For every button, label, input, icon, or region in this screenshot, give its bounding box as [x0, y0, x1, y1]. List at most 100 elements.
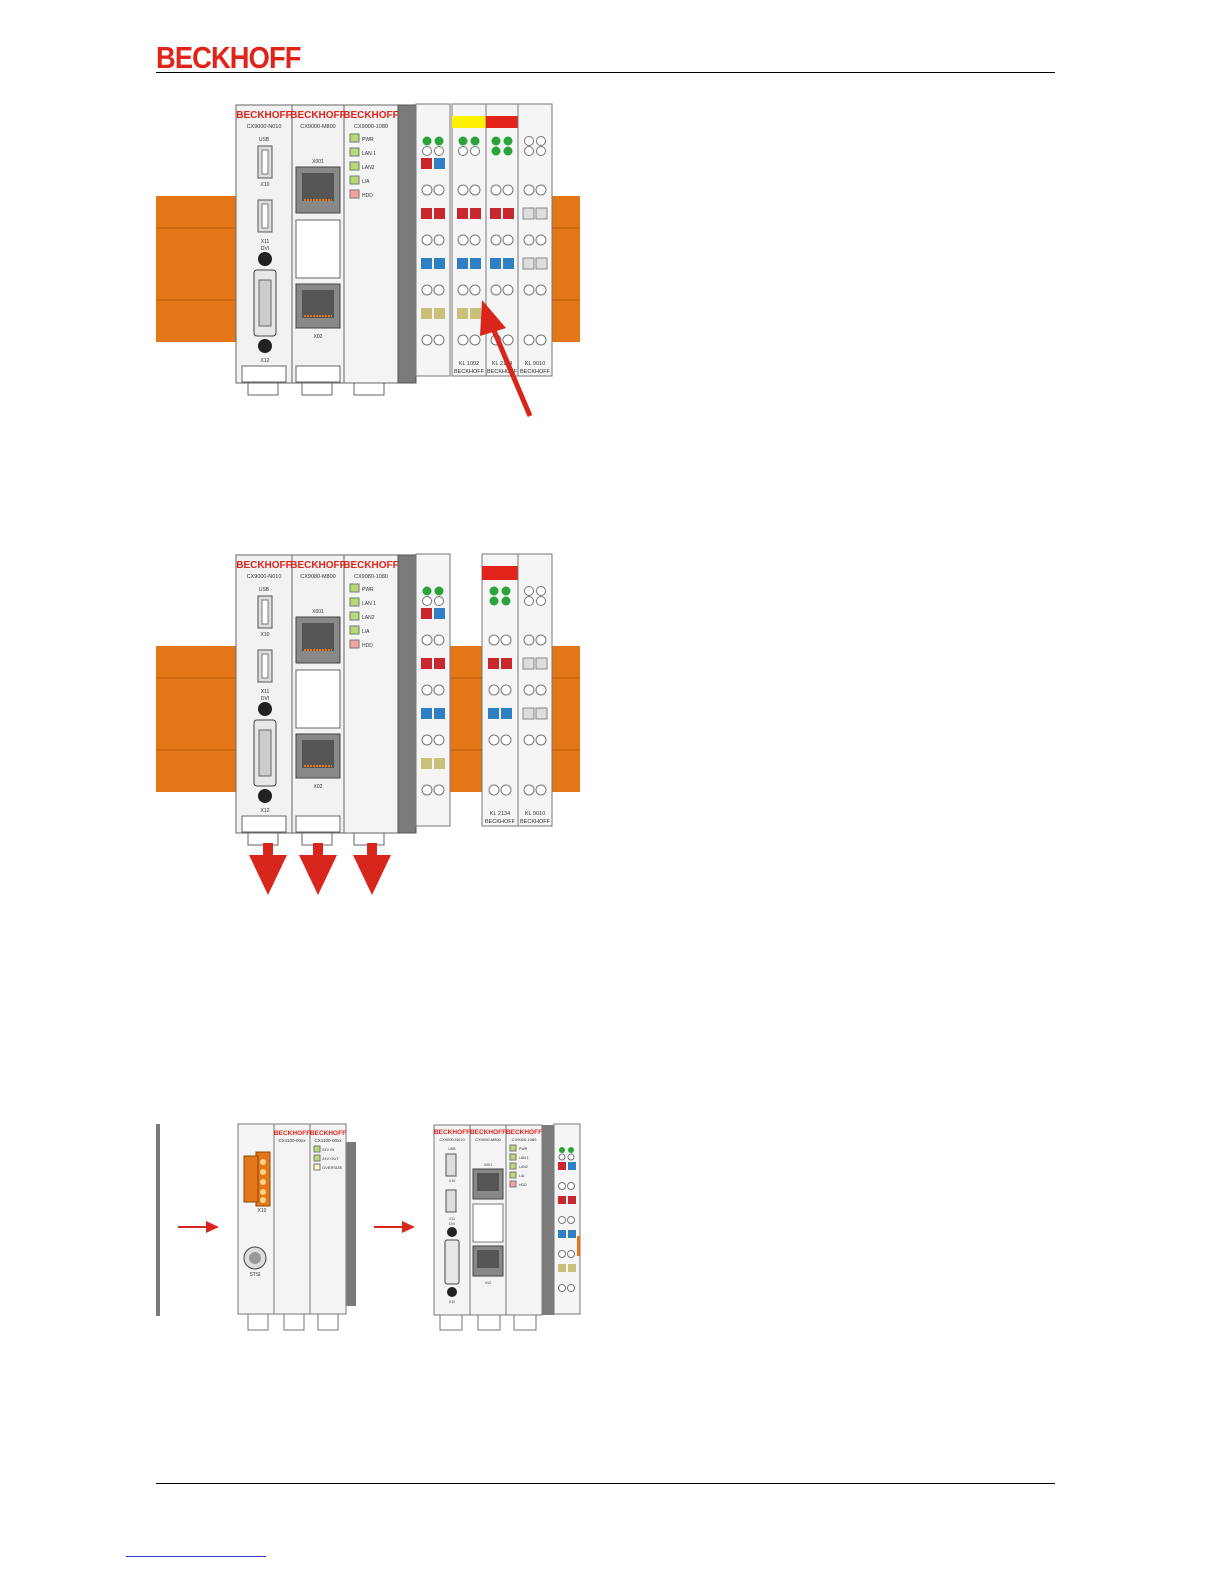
ethernet-module: BECKHOFF CX9080-M800 X001 X02	[290, 554, 346, 834]
device-label: 24V IN	[322, 1147, 334, 1152]
device-label: HDD	[519, 1183, 527, 1187]
device-label: CX1100-00xx	[279, 1138, 307, 1143]
device-label: STSI	[249, 1272, 260, 1278]
device-label: BECKHOFF	[236, 560, 292, 571]
module-model: CX9000-N010	[247, 124, 282, 130]
device-label: CX9000-N010	[439, 1137, 465, 1142]
bus-terminal	[553, 1123, 581, 1315]
device-label: HDD	[362, 193, 373, 199]
device-label: LAN 1	[519, 1156, 529, 1160]
device-label: L/A	[362, 179, 370, 185]
power-supply-led-module: BECKHOFF CX1100-00xx 24V IN 24V OUT OVER…	[309, 1123, 347, 1331]
device-label: BECKHOFF	[290, 560, 346, 571]
module-endcap	[346, 1142, 356, 1306]
device-label: BECKHOFF	[470, 1129, 506, 1136]
device-label: X12	[261, 358, 270, 364]
device-label: X11	[449, 1217, 455, 1221]
device-label: BECKHOFF	[434, 1129, 470, 1136]
device-label: LAN2	[362, 615, 375, 621]
device-label: KL 2134	[490, 811, 510, 817]
device-label: BECKHOFF	[343, 110, 399, 121]
device-label: KL 2134	[492, 361, 512, 367]
device-label: CX9000-M800	[475, 1137, 502, 1142]
footer-rule	[156, 1483, 1055, 1484]
led-module: BECKHOFF CX9000-1080 PWR LAN 1 LAN2 L/A …	[505, 1124, 543, 1331]
power-supply-module: X10 STSI	[237, 1123, 275, 1331]
bus-terminal-kl9010: KL 9010 BECKHOFF	[517, 553, 553, 827]
brand-logo: BECKHOFF	[156, 40, 301, 75]
device-label: BECKHOFF	[310, 1130, 346, 1137]
device-label: X001	[312, 159, 324, 165]
device-label: LAN2	[362, 165, 375, 171]
device-label: DVI	[261, 696, 269, 702]
device-label: DVI	[261, 246, 269, 252]
device-label: LAN 1	[362, 601, 376, 607]
device-label: BECKHOFF	[506, 1129, 542, 1136]
assembly-arrow	[178, 1221, 219, 1233]
device-label: PWR	[362, 587, 374, 593]
led-module: BECKHOFF CX9000-1080 PWR LAN 1 LAN2 L/A …	[343, 104, 399, 384]
device-label: L/A	[362, 629, 370, 635]
device-label: CX9000-1080	[354, 124, 388, 130]
device-label: X02	[314, 784, 323, 790]
bus-terminal	[415, 553, 451, 827]
device-label: X10	[261, 182, 270, 188]
bus-terminal	[415, 103, 451, 377]
device-label: LAN 1	[362, 151, 376, 157]
mounting-rail	[156, 1124, 160, 1316]
device-label: KL 9010	[525, 811, 545, 817]
figure-terminal-removal: BECKHOFF CX9000-N010 USB X10 X11 DVI X12…	[156, 103, 580, 417]
device-label: CX1100-00xx	[315, 1138, 343, 1143]
device-label: X11	[261, 689, 270, 695]
figure-assembly-sequence: X10 STSI BECKHOFF CX1100-00xx BECKHOFF C…	[156, 1123, 581, 1331]
ethernet-module: BECKHOFF CX9000-M800 X001 X02	[469, 1124, 507, 1331]
device-label: BECKHOFF	[520, 369, 551, 375]
ethernet-module: BECKHOFF CX9000-M800 X001 X02	[290, 104, 346, 384]
device-label: USB	[259, 587, 270, 593]
device-label: KL 9010	[525, 361, 545, 367]
device-label: X02	[485, 1281, 491, 1285]
device-label: CX9000-M800	[300, 124, 335, 130]
device-label: CX9080-M800	[300, 574, 335, 580]
device-label: X12	[449, 1300, 455, 1304]
din-rail-left	[156, 196, 238, 342]
device-label: X12	[261, 808, 270, 814]
footer-link-underline[interactable]	[126, 1556, 266, 1557]
device-label: BECKHOFF	[520, 819, 551, 825]
device-label: 24V OUT	[322, 1156, 339, 1161]
device-label: DVI	[449, 1222, 455, 1226]
device-label: L/A	[519, 1174, 525, 1178]
device-label: BECKHOFF	[485, 819, 516, 825]
device-label: X02	[314, 334, 323, 340]
cpu-module: BECKHOFF CX9000-N010 USB X10 X11 DVI X12	[235, 554, 293, 834]
device-label: BECKHOFF	[290, 110, 346, 121]
assembly-arrow	[374, 1221, 415, 1233]
device-label: KL 1002	[459, 361, 479, 367]
release-arrows	[249, 843, 391, 895]
bus-terminal-kl2134: KL 2134 BECKHOFF	[481, 553, 519, 827]
pull-arrow	[480, 300, 533, 417]
device-label: USB	[259, 137, 270, 143]
device-label: BECKHOFF	[343, 560, 399, 571]
device-label: PWR	[519, 1147, 528, 1151]
device-label: CX9080-1080	[354, 574, 388, 580]
device-label: X001	[484, 1163, 492, 1167]
device-label: LAN2	[519, 1165, 528, 1169]
device-label: X001	[312, 609, 324, 615]
device-label: BECKHOFF	[487, 369, 518, 375]
device-label: BECKHOFF	[274, 1130, 310, 1137]
device-label: X11	[261, 239, 270, 245]
device-label: BECKHOFF	[454, 369, 485, 375]
led-module: BECKHOFF CX9080-1080 PWR LAN 1 LAN2 L/A …	[343, 554, 399, 834]
figure-module-removal: BECKHOFF CX9000-N010 USB X10 X11 DVI X12…	[156, 553, 580, 895]
device-label: CX9000-N010	[247, 574, 282, 580]
cpu-module: BECKHOFF CX9000-N010 USB X10 X11 DVI X12	[433, 1124, 471, 1331]
cpu-module: BECKHOFF CX9000-N010 USB X10 X11 DVI X12	[235, 104, 293, 384]
device-label: HDD	[362, 643, 373, 649]
device-label: X10	[449, 1179, 455, 1183]
bus-terminal-kl9010: KL 9010 BECKHOFF	[517, 103, 553, 377]
device-label: OVERSIZE	[322, 1165, 343, 1170]
header-rule	[156, 72, 1055, 73]
module-brand: BECKHOFF	[236, 110, 292, 121]
device-label: X10	[258, 1208, 267, 1214]
